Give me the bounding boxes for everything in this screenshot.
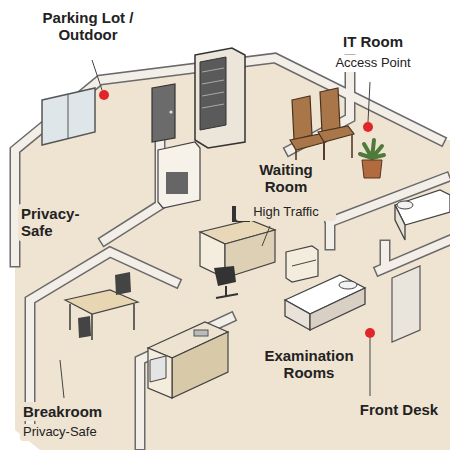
cabinet-opening bbox=[166, 172, 188, 194]
area-label: Front Desk bbox=[356, 400, 442, 419]
break-chair bbox=[78, 316, 91, 338]
area-label: Waiting Room bbox=[240, 160, 332, 197]
exam-door bbox=[392, 266, 420, 342]
window bbox=[42, 88, 95, 145]
door-handle bbox=[169, 110, 172, 113]
window-frame bbox=[68, 94, 69, 139]
area-label: Breakroom bbox=[20, 402, 116, 421]
area-label: Examination Rooms bbox=[250, 346, 368, 383]
area-note: Privacy-Safe bbox=[20, 424, 126, 441]
break-table bbox=[65, 290, 138, 314]
cabinet bbox=[158, 142, 200, 208]
area-label: IT Room bbox=[320, 32, 426, 51]
area-note: High Traffic bbox=[236, 204, 336, 221]
drawers bbox=[286, 246, 318, 282]
waiting-chairs bbox=[290, 88, 354, 150]
office-chair bbox=[214, 266, 236, 286]
break-chair bbox=[115, 272, 131, 295]
exam-bed bbox=[395, 190, 450, 225]
server-front bbox=[200, 57, 226, 130]
server-slots bbox=[202, 68, 224, 108]
marker-dots bbox=[99, 90, 375, 338]
appliance bbox=[150, 356, 166, 382]
leader-lines bbox=[60, 60, 370, 398]
plant bbox=[360, 140, 384, 158]
server-rack bbox=[195, 48, 245, 148]
sink bbox=[194, 330, 208, 336]
plant-pot bbox=[362, 160, 382, 178]
door bbox=[152, 84, 175, 142]
area-label: Privacy-Safe bbox=[18, 204, 86, 241]
area-label: Parking Lot / Outdoor bbox=[20, 8, 156, 45]
area-note: Access Point bbox=[320, 55, 426, 72]
